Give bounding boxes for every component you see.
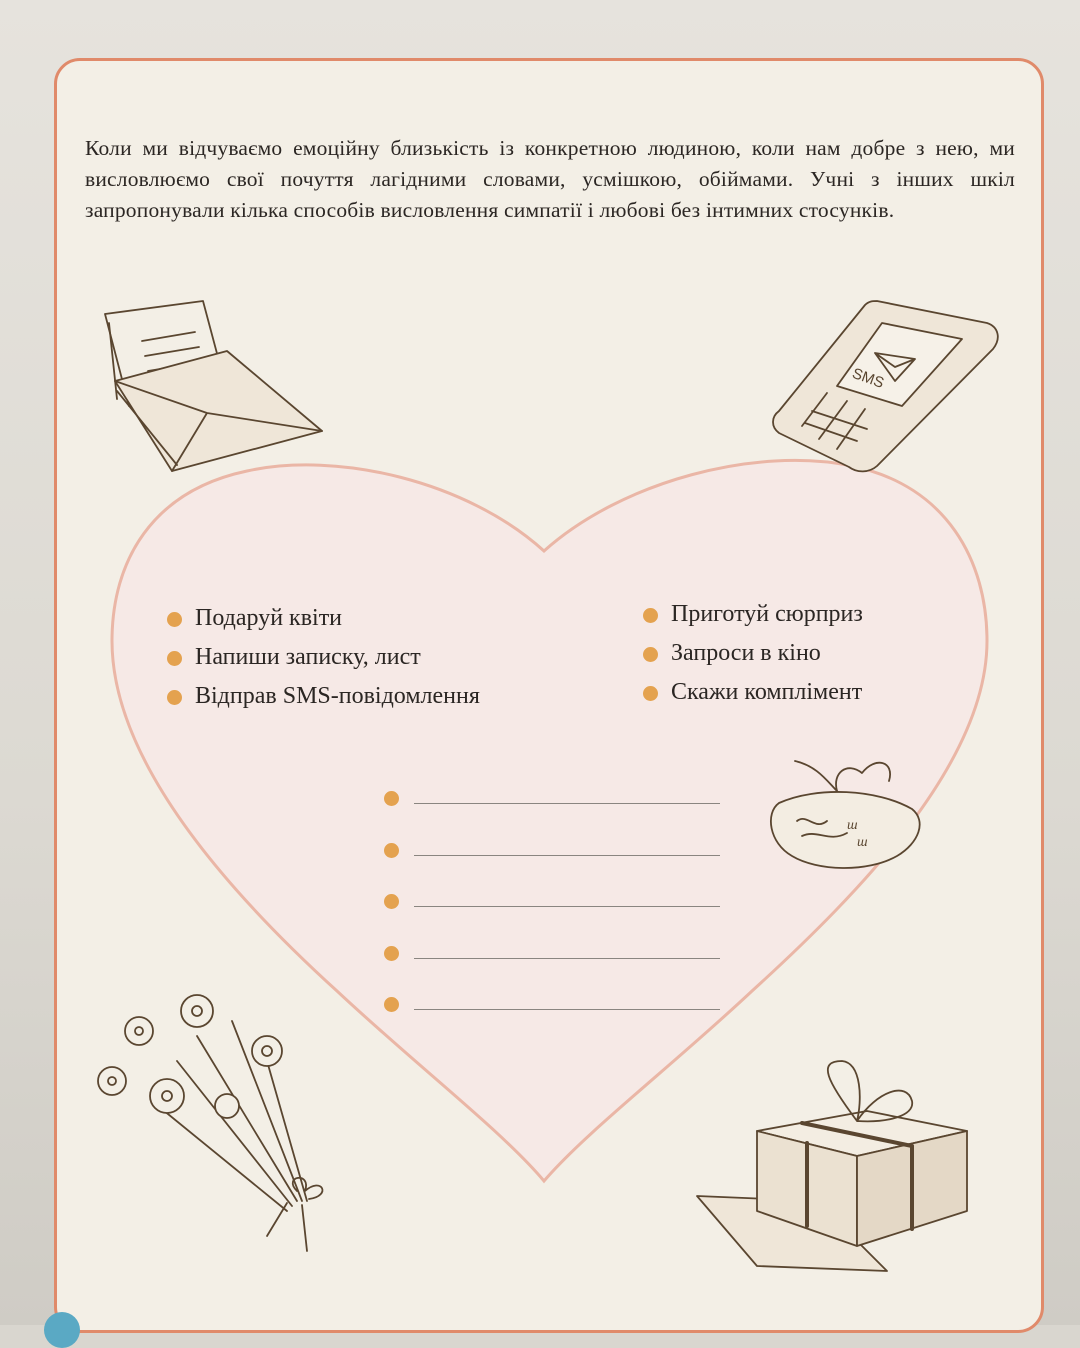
write-line (414, 854, 720, 856)
suggestion-item: Скажи комплімент (643, 673, 863, 712)
bullet-dot (384, 997, 399, 1012)
suggestion-item: Приготуй сюрприз (643, 595, 863, 634)
blank-line-item[interactable] (384, 783, 724, 835)
note-sketch-icon: ш ш (770, 760, 921, 869)
page-number-badge (44, 1312, 80, 1348)
letter-sketch-icon (104, 300, 323, 472)
suggestions-right-list: Приготуй сюрприз Запроси в кіно Скажи ко… (643, 595, 863, 712)
blank-line-item[interactable] (384, 989, 724, 1041)
illustration-layer: SMS ш ш (97, 300, 999, 1272)
bullet-dot (384, 791, 399, 806)
write-line (414, 957, 720, 959)
suggestion-item: Подаруй квіти (167, 599, 480, 638)
suggestion-item: Відправ SMS-повідомлення (167, 677, 480, 716)
blank-answer-lines (384, 783, 724, 1041)
bullet-dot (384, 945, 399, 961)
phone-sketch-icon: SMS (772, 300, 999, 473)
write-line (414, 906, 720, 907)
bullet-dot (384, 894, 399, 909)
suggestion-item: Напиши записку, лист (167, 638, 480, 677)
heart-shape (110, 458, 989, 1184)
intro-paragraph: Коли ми відчуваємо емоційну близькість і… (85, 136, 1015, 222)
suggestions-left-list: Подаруй квіти Напиши записку, лист Відпр… (167, 599, 480, 716)
note-text-2: ш (857, 835, 868, 850)
bullet-dot (384, 842, 399, 858)
suggestion-item: Запроси в кіно (643, 634, 863, 673)
content-card: SMS ш ш (54, 58, 1044, 1333)
gift-sketch-icon (696, 1060, 968, 1272)
flowers-sketch-icon (97, 994, 324, 1252)
blank-line-item[interactable] (384, 835, 724, 887)
note-text-1: ш (847, 818, 858, 833)
blank-line-item[interactable] (384, 938, 724, 990)
blank-line-item[interactable] (384, 886, 724, 938)
write-line (414, 803, 720, 804)
write-line (414, 1009, 720, 1010)
